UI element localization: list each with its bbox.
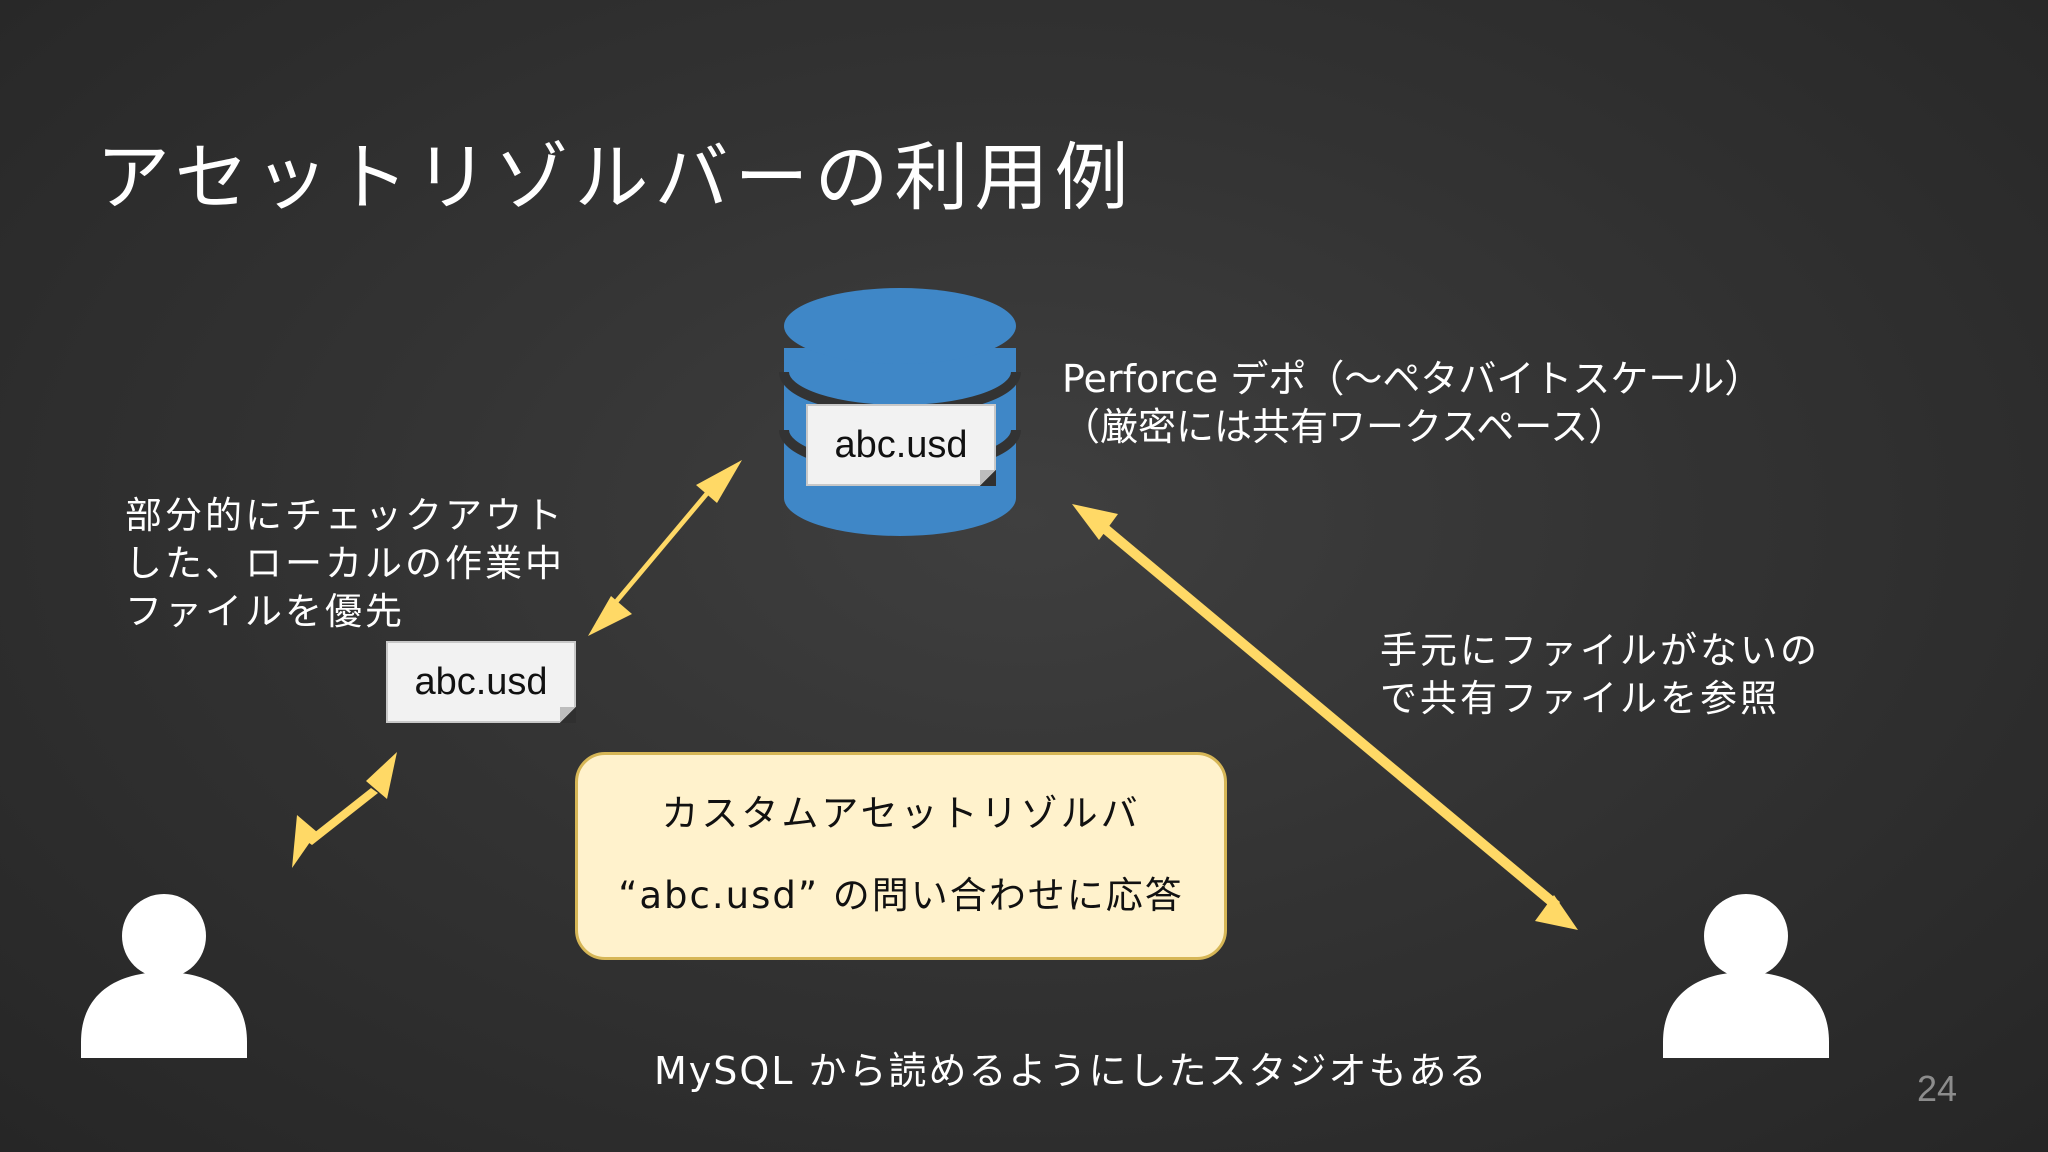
page-number: 24 <box>1917 1068 1958 1109</box>
slide-title: アセットリゾルバーの利用例 <box>96 135 1135 221</box>
local-file-card: abc.usd <box>386 641 576 723</box>
user-icon <box>1663 894 1829 1058</box>
shared-reference-note: 手元にファイルがないの で共有ファイルを参照 <box>1380 629 1820 720</box>
document-icon <box>980 470 996 486</box>
resolver-description: “abc.usd” の問い合わせに応答 <box>618 874 1184 917</box>
depot-file-name: abc.usd <box>834 423 968 466</box>
document-icon <box>560 707 576 723</box>
resolver-box: カスタムアセットリゾルバ “abc.usd” の問い合わせに応答 <box>575 752 1227 960</box>
arrow-local-user <box>292 752 397 868</box>
arrow-depot-local <box>588 460 742 636</box>
local-priority-note: 部分的にチェックアウト した、ローカルの作業中 ファイルを優先 <box>125 494 565 633</box>
depot-file-card: abc.usd <box>806 404 996 486</box>
local-file-name: abc.usd <box>414 660 548 703</box>
depot-sub-label: （厳密には共有ワークスペース） <box>1062 405 1627 449</box>
depot-label: Perforce デポ（～ペタバイトスケール） <box>1062 357 1763 401</box>
resolver-title: カスタムアセットリゾルバ <box>661 792 1141 835</box>
user-icon <box>81 894 247 1058</box>
footer-note: MySQL から読めるようにしたスタジオもある <box>654 1049 1489 1093</box>
arrow-depot-user <box>1072 504 1578 930</box>
